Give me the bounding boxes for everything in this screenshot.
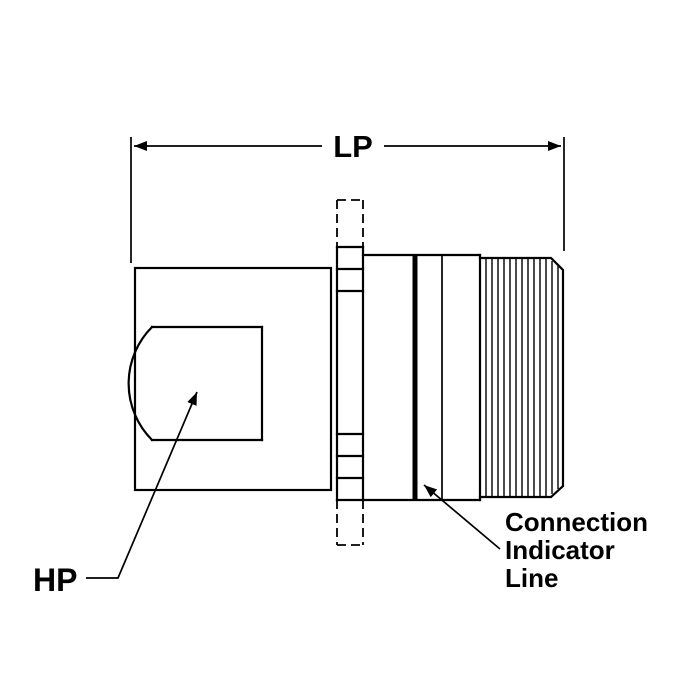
sleeve-phantom-position (336, 199, 364, 546)
release-sleeve (335, 245, 365, 502)
hp-port-spherical-end (127, 325, 154, 442)
hp-callout: HP (33, 391, 198, 598)
connection-indicator-leader-line (423, 484, 501, 550)
lp-dimension: LP (130, 129, 565, 263)
connection-indicator-label-line3: Line (505, 563, 558, 593)
connection-indicator-label-line1: Connection (505, 507, 648, 537)
hex-body-outline (133, 266, 333, 492)
connection-indicator-callout: Connection Indicator Line (423, 484, 648, 593)
coupler-body (361, 253, 565, 502)
hp-label: HP (33, 562, 77, 598)
knurl-end-outline (478, 256, 565, 499)
hp-leader-line (86, 391, 198, 579)
lp-dimension-label: LP (333, 129, 373, 164)
knurl-hatch (485, 259, 559, 496)
connection-indicator-label-line2: Indicator (505, 535, 615, 565)
hp-port (127, 325, 264, 442)
hex-body (133, 266, 333, 492)
